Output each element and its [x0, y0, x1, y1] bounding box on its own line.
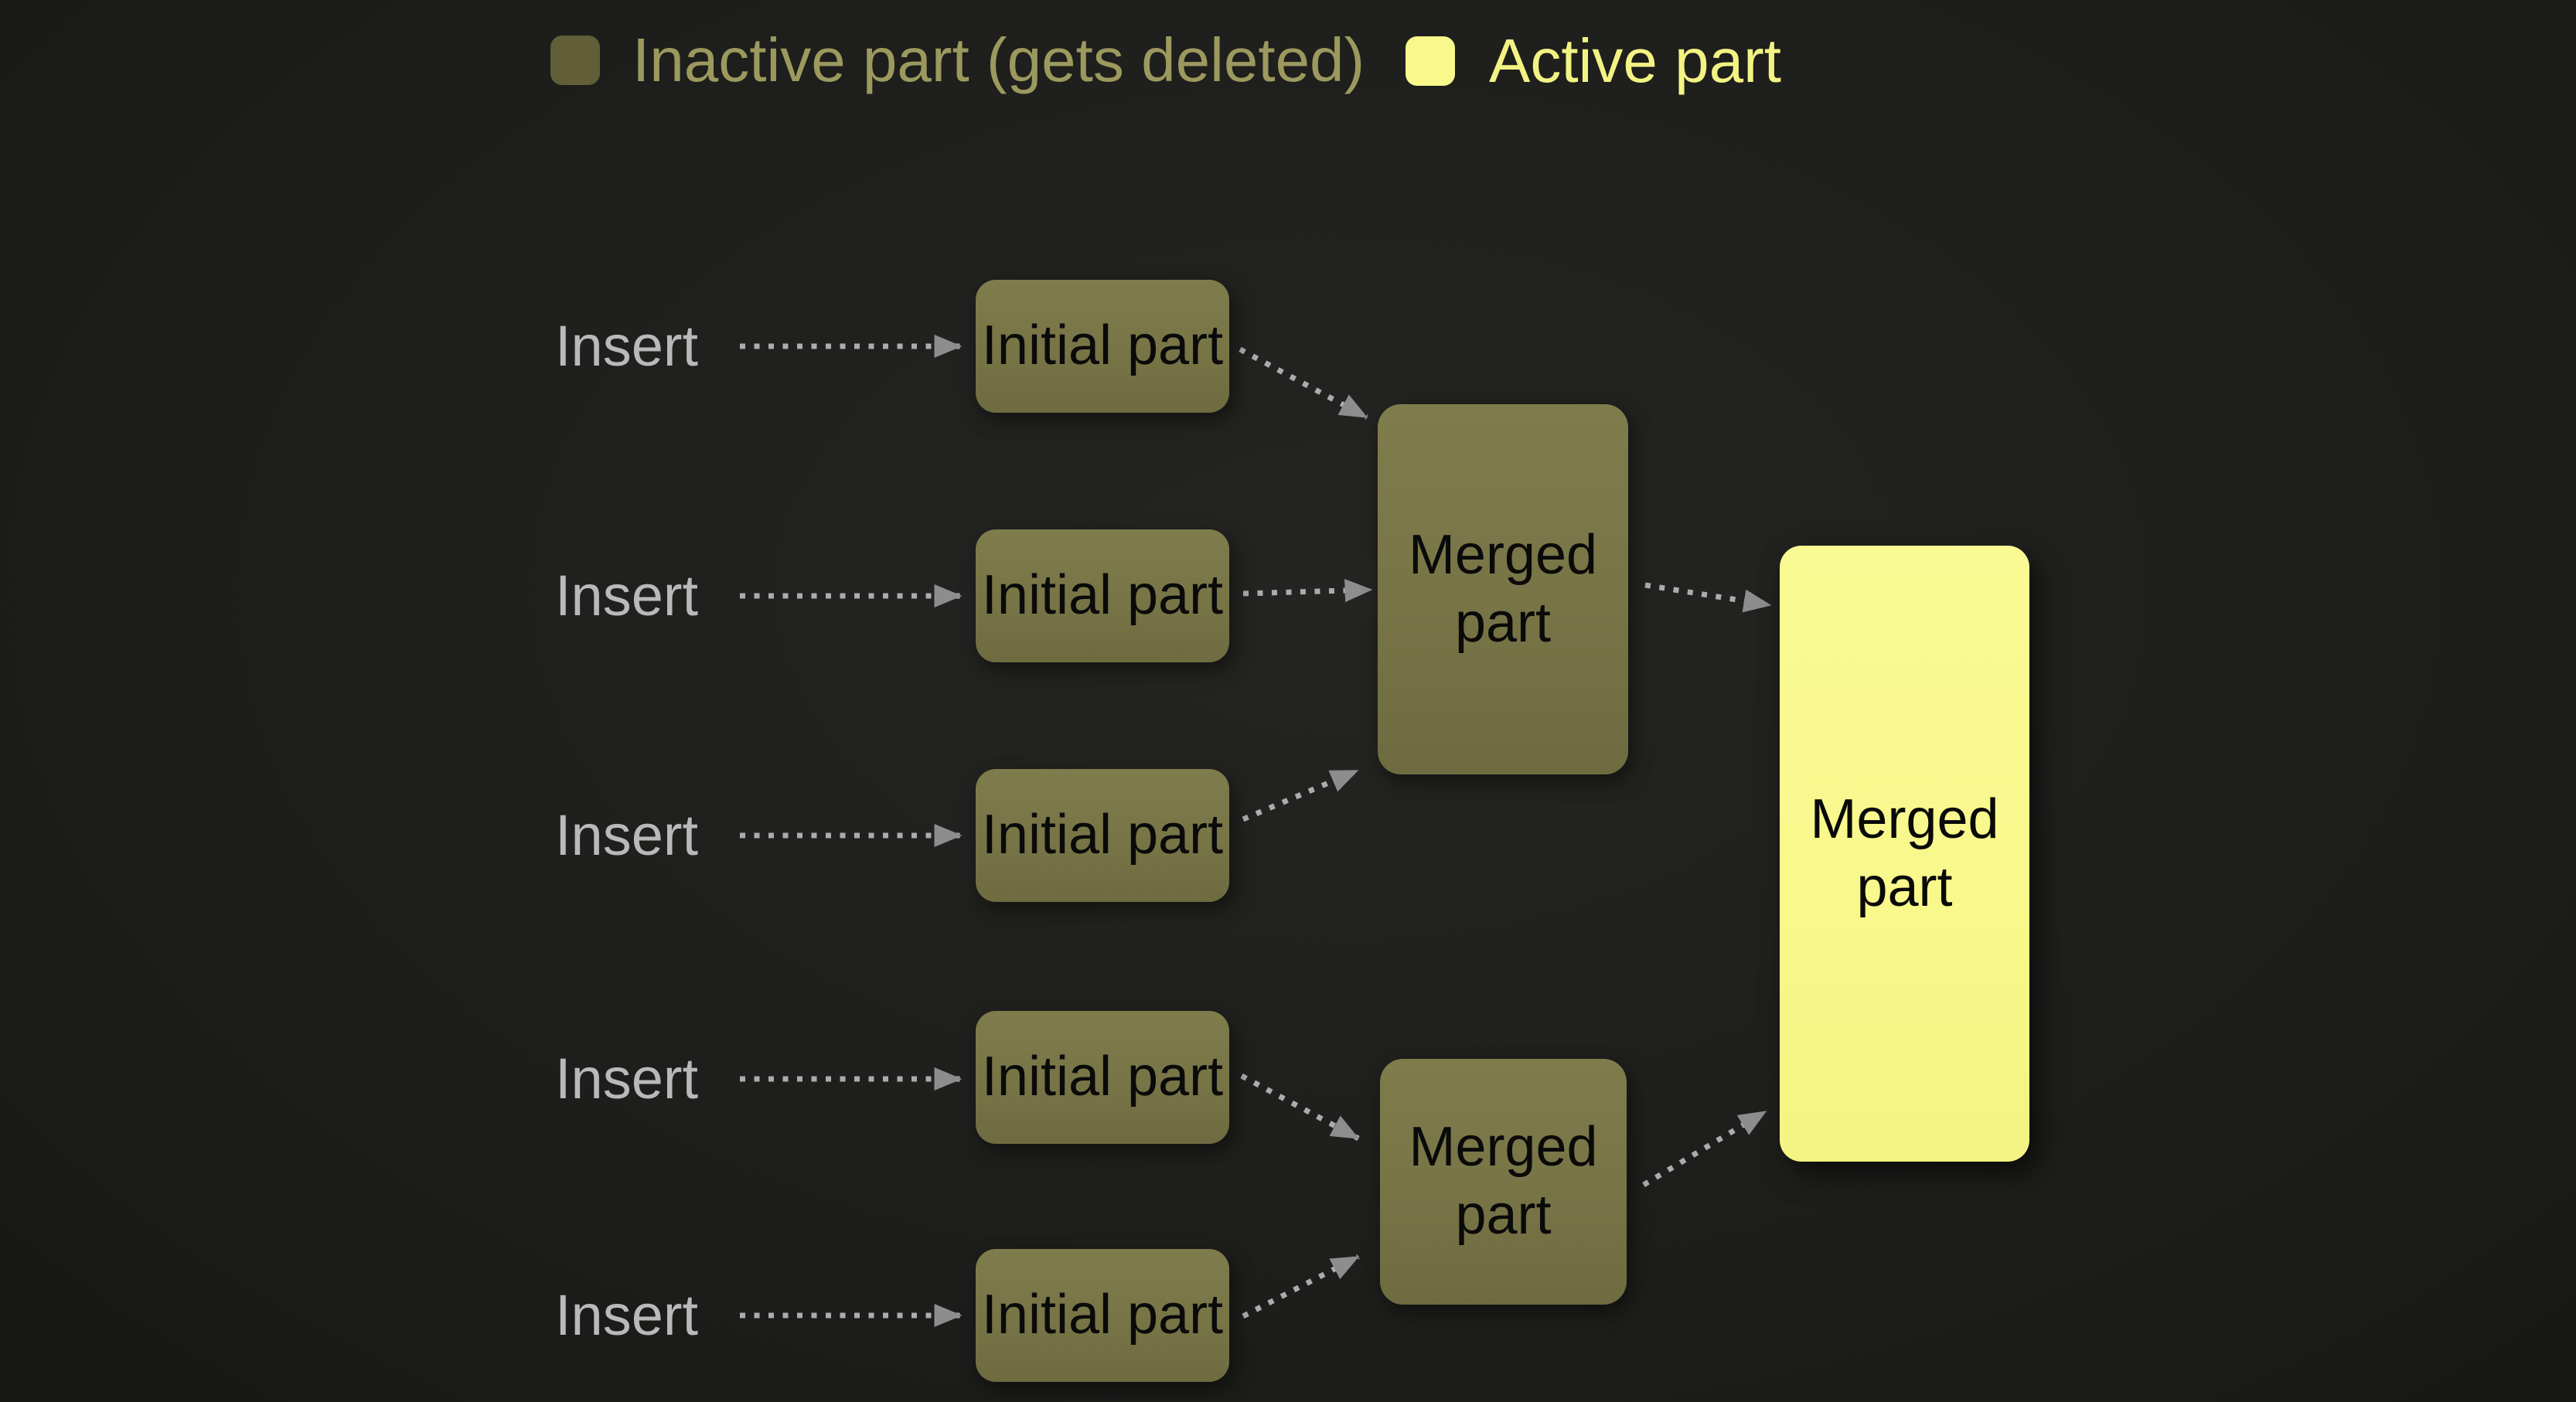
- insert-label-2: Insert: [555, 563, 699, 628]
- merged-part-node-bottom: Merged part: [1380, 1059, 1627, 1305]
- initial-part-node-1: Initial part: [976, 280, 1229, 413]
- arrow-merged-bottom-to-final: [1642, 1109, 1767, 1187]
- legend-active-label: Active part: [1489, 26, 1781, 95]
- initial-part-node-5: Initial part: [976, 1249, 1229, 1382]
- insert-label-3: Insert: [555, 803, 699, 867]
- arrow-initial-5-to-merged-bottom: [1242, 1254, 1360, 1319]
- merged-part-node-top: Merged part: [1378, 404, 1628, 774]
- merged-part-node-final: Merged part: [1780, 546, 2029, 1162]
- arrow-initial-3-to-merged-top: [1242, 767, 1359, 822]
- arrow-initial-1-to-merged-top: [1239, 346, 1368, 420]
- initial-part-node-4: Initial part: [976, 1011, 1229, 1144]
- initial-part-node-3: Initial part: [976, 769, 1229, 902]
- legend-active-swatch: [1406, 36, 1455, 86]
- legend-inactive-label: Inactive part (gets deleted): [632, 26, 1365, 94]
- arrow-merged-top-to-final: [1644, 582, 1772, 613]
- arrow-initial-4-to-merged-bottom: [1240, 1073, 1360, 1142]
- insert-label-5: Insert: [555, 1283, 699, 1347]
- legend-inactive-swatch: [550, 36, 600, 85]
- initial-part-node-2: Initial part: [976, 529, 1229, 662]
- arrow-initial-2-to-merged-top: [1242, 579, 1373, 603]
- insert-label-1: Insert: [555, 314, 699, 378]
- insert-label-4: Insert: [555, 1046, 699, 1111]
